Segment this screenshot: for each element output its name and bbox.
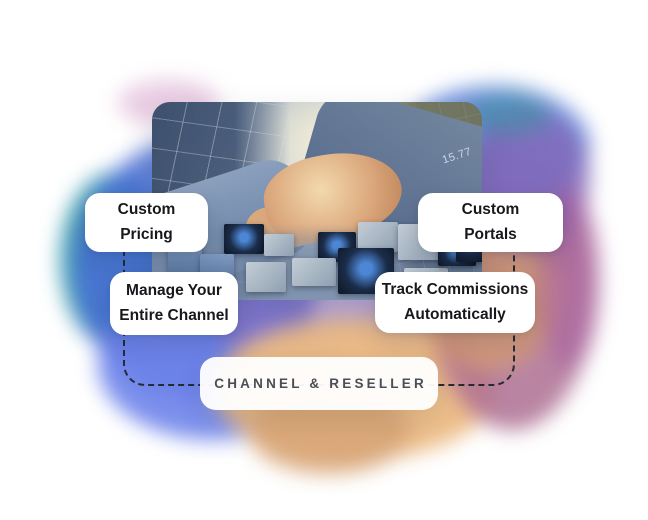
category-badge: CHANNEL & RESELLER	[200, 357, 438, 410]
feature-card-track-commissions: Track Commissions Automatically	[375, 272, 535, 333]
feature-card-line: Entire Channel	[119, 306, 229, 324]
feature-card-line: Custom	[117, 201, 176, 219]
collage-tile	[264, 234, 294, 256]
feature-card-custom-pricing: Custom Pricing	[85, 193, 208, 252]
collage-tile	[224, 224, 264, 254]
feature-card-line: Pricing	[120, 225, 173, 243]
feature-card-manage-channel: Manage Your Entire Channel	[110, 272, 238, 335]
feature-card-custom-portals: Custom Portals	[418, 193, 563, 252]
collage-tile	[292, 258, 336, 286]
feature-card-line: Portals	[464, 225, 517, 243]
collage-tile	[246, 262, 286, 292]
category-badge-label: CHANNEL & RESELLER	[214, 376, 427, 391]
collage-tile	[358, 222, 398, 252]
feature-card-line: Custom	[461, 201, 520, 219]
feature-card-line: Automatically	[404, 305, 506, 323]
feature-card-line: Manage Your	[126, 282, 222, 300]
feature-card-line: Track Commissions	[381, 281, 529, 299]
